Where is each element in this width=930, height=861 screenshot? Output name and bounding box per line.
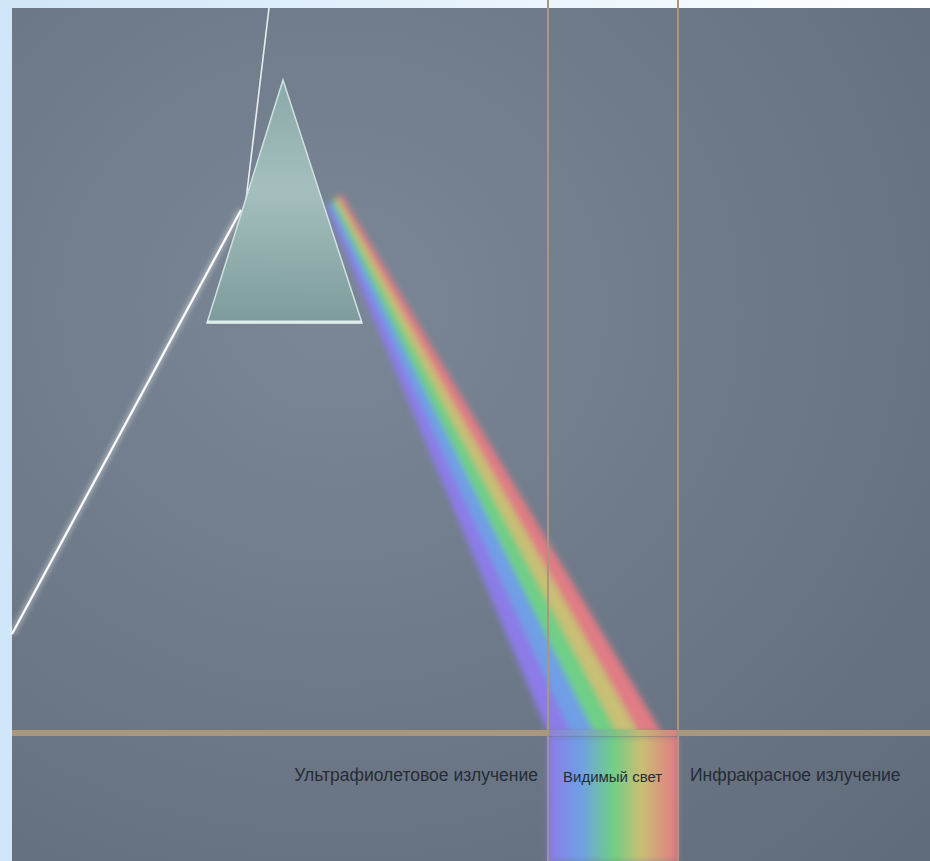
spectrum-beam — [326, 194, 662, 733]
screen-spectrum — [549, 730, 677, 736]
screen-line — [12, 730, 930, 736]
visible-label: Видимый свет — [563, 768, 662, 786]
region-dividers — [548, 0, 678, 861]
glass-prism — [207, 80, 362, 323]
dark-ground — [12, 8, 930, 861]
ultraviolet-label: Ультрафиолетовое излучение — [294, 765, 538, 786]
visible-band — [549, 737, 677, 861]
infrared-label: Инфракрасное излучение — [690, 765, 901, 786]
visible-band-core — [549, 737, 677, 861]
